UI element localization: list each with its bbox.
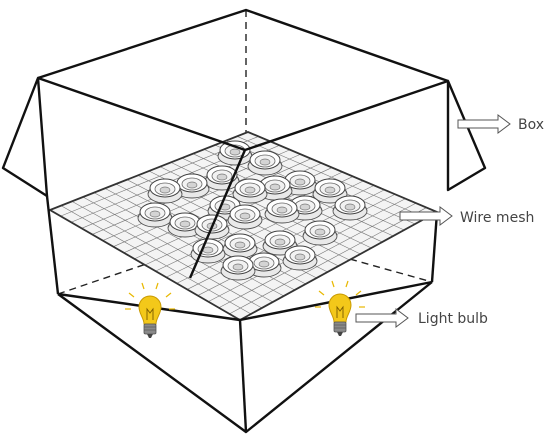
pot	[227, 204, 263, 230]
pot	[222, 233, 258, 259]
light-bulb-icon	[315, 280, 365, 336]
pot	[312, 178, 348, 204]
pot	[190, 238, 226, 264]
pot	[247, 150, 283, 176]
outline-arrow-right-icon	[457, 114, 511, 134]
mesh-wire	[218, 202, 417, 309]
pot	[217, 140, 253, 166]
pot	[137, 202, 173, 228]
lid-right-flap	[446, 79, 487, 192]
pot	[174, 173, 210, 199]
label-box: Box	[518, 117, 544, 133]
pot	[220, 255, 256, 281]
pot	[204, 165, 240, 191]
box-front-corner-edge	[238, 319, 248, 433]
light-bulb-icon	[125, 282, 175, 338]
box-front-left-edge	[45, 195, 60, 295]
label-wire-mesh: Wire mesh	[460, 210, 534, 226]
mesh-wire	[229, 207, 427, 315]
pot	[302, 220, 338, 246]
lid-left-flap	[1, 76, 49, 198]
box-bottom-front-edge	[57, 281, 433, 434]
box-inner-corner	[188, 149, 247, 279]
pot	[232, 178, 268, 204]
box-front-right-edge	[430, 211, 439, 283]
pot	[282, 245, 318, 271]
pot	[332, 195, 368, 221]
outline-arrow-right-icon	[355, 308, 409, 328]
outline-arrow-right-icon	[399, 206, 453, 226]
mesh-wire	[236, 136, 427, 219]
label-light-bulb: Light bulb	[418, 311, 488, 327]
pot	[246, 252, 282, 278]
lid-back-flap	[37, 8, 449, 83]
pot	[264, 198, 300, 224]
pot	[147, 178, 183, 204]
pot	[257, 175, 293, 201]
